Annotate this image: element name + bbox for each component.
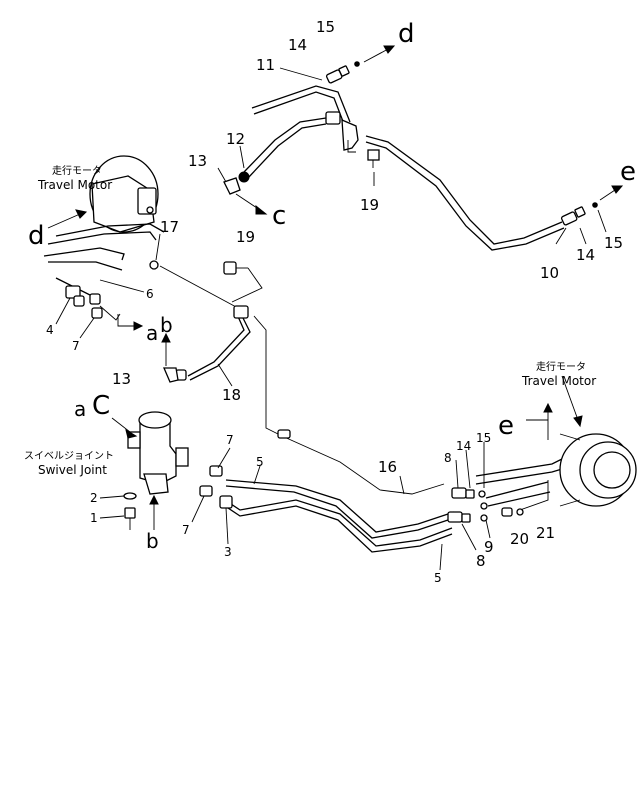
flow-label-a-mid: a: [146, 321, 158, 345]
part-number-20: 20: [510, 530, 529, 548]
fitting-8-top: [451, 487, 467, 499]
part-number-5-top: 5: [256, 455, 264, 469]
flow-label-e-motor: e: [498, 411, 514, 441]
fitting-17: [149, 260, 159, 270]
left-fittings-group: [65, 285, 121, 321]
part-number-4: 4: [46, 323, 54, 337]
part-number-8-bottom: 8: [476, 552, 486, 570]
bolt-19-mid: [223, 261, 263, 303]
part-number-16: 16: [378, 458, 397, 476]
travel-motor-left: [43, 155, 165, 299]
elbow-13-mid: [163, 367, 179, 383]
part-number-7-swivel-bottom: 7: [182, 523, 190, 537]
flow-label-c-swivel: C: [92, 391, 110, 421]
part-number-17: 17: [160, 218, 179, 236]
part-number-2: 2: [90, 491, 98, 505]
washer-2: [123, 492, 137, 500]
part-number-14-top: 14: [288, 36, 307, 54]
elbow-13-top: [223, 177, 241, 195]
travel-motor-left-jp: 走行モータ: [52, 164, 102, 177]
bolt-19-top: [367, 149, 380, 161]
flow-label-d-left: d: [28, 221, 45, 251]
fitting-4: [65, 285, 81, 299]
flow-label-b-mid: b: [160, 313, 173, 337]
upper-pipe-group: [223, 61, 598, 251]
part-number-7-left: 7: [72, 339, 80, 353]
part-number-14-motor: 14: [456, 439, 471, 453]
flow-label-e-right: e: [620, 157, 636, 187]
bolt-1: [124, 507, 136, 519]
fitting-14-right: [560, 211, 578, 226]
fitting-7-left: [89, 293, 101, 305]
pipe-17-16: [149, 260, 445, 495]
fitting-8-bottom: [447, 511, 463, 523]
part-number-21: 21: [536, 524, 555, 542]
part-number-15-motor: 15: [476, 431, 491, 445]
part-number-15-right: 15: [604, 234, 623, 252]
part-number-12: 12: [226, 130, 245, 148]
part-number-15-top: 15: [316, 18, 335, 36]
travel-motor-left-en: Travel Motor: [37, 178, 112, 192]
oring-9: [478, 490, 486, 498]
flow-label-d-top: d: [398, 19, 415, 49]
junction-block-top: [325, 111, 341, 125]
part-number-5-bottom: 5: [434, 571, 442, 585]
pipe-10: [365, 135, 563, 245]
oring-15-top: [354, 61, 360, 67]
fitting-7-swivel-bottom: [199, 485, 213, 497]
travel-motor-right: [475, 433, 637, 517]
pipe-18: [163, 305, 251, 383]
travel-motor-right-en: Travel Motor: [521, 374, 596, 388]
part-number-3: 3: [224, 545, 232, 559]
part-number-6: 6: [146, 287, 154, 301]
fitting-7-swivel-top: [209, 465, 223, 477]
fitting-12: [238, 171, 250, 183]
part-number-18: 18: [222, 386, 241, 404]
part-number-1: 1: [90, 511, 98, 525]
swivel-joint-jp: スイベルジョイント: [24, 450, 114, 462]
part-number-19-top: 19: [360, 196, 379, 214]
pipe-5-upper: [225, 479, 455, 533]
part-number-7-swivel-top: 7: [226, 433, 234, 447]
flow-arrows: [47, 45, 624, 530]
part-number-19-mid: 19: [236, 228, 255, 246]
part-number-13-mid: 13: [112, 370, 131, 388]
part-number-10: 10: [540, 264, 559, 282]
pipe-12: [243, 117, 327, 173]
oring-21: [516, 508, 524, 516]
flow-label-a-swivel: a: [74, 397, 86, 421]
part-number-9: 9: [484, 538, 494, 556]
lower-pipes: [199, 465, 488, 553]
part-number-14-right: 14: [576, 246, 595, 264]
part-number-13-top: 13: [188, 152, 207, 170]
flow-label-c-mid: c: [272, 201, 286, 231]
swivel-joint-en: Swivel Joint: [38, 463, 107, 477]
pipe-3: [221, 497, 453, 547]
part-number-8-top: 8: [444, 451, 452, 465]
flow-label-b-swivel: b: [146, 529, 159, 553]
travel-motor-right-jp: 走行モータ: [536, 360, 586, 373]
swivel-joint: [127, 411, 189, 495]
leader-lines: [55, 67, 607, 571]
swivel-bolts: [123, 492, 137, 530]
plug-20: [501, 507, 513, 517]
oring-15-right: [592, 202, 598, 208]
part-number-11: 11: [256, 56, 275, 74]
pipe-11: [251, 85, 351, 123]
